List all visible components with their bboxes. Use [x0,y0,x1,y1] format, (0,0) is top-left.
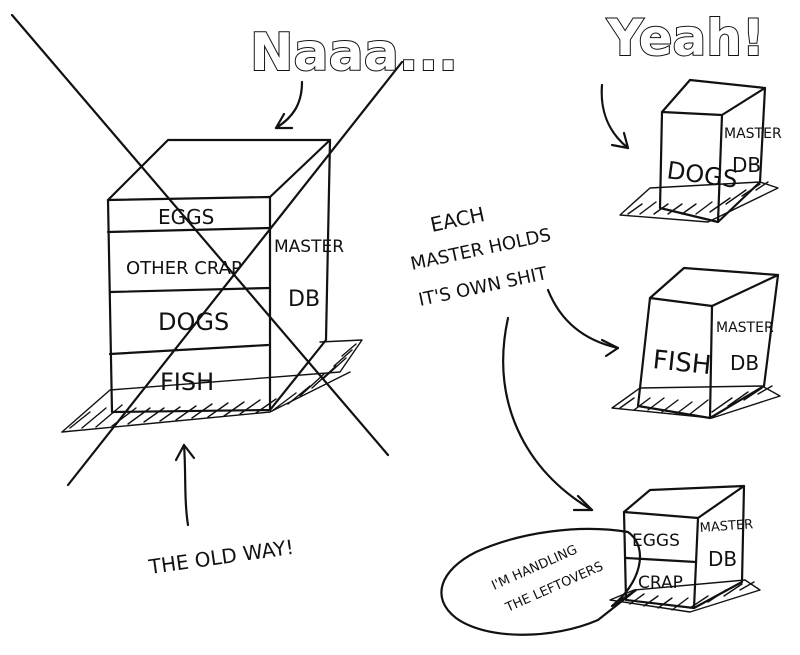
fish-box-side-db: DB [730,351,759,375]
heading-naaa: Naaa... [250,23,458,83]
leftovers-box-crap: CRAP [638,573,683,593]
dogs-box-front-label: DOGS [665,156,739,194]
fish-box-side-master: MASTER [716,320,774,336]
old-way-box: EGGS OTHER CRAP DOGS FISH MASTER DB [10,13,404,487]
fish-box-side [708,273,780,420]
arrow-naaa-to-oldbox [274,80,304,130]
old-box-side [268,138,332,412]
leftovers-box-side [692,484,746,610]
leftovers-master-box: EGGS CRAP MASTER DB [609,484,761,613]
note-line-3: IT'S OWN SHIT [417,263,550,311]
fish-box-top [648,266,780,308]
old-box-top [106,138,332,202]
old-side-master: MASTER [274,237,344,257]
dogs-box-side-master: MASTER [724,126,782,142]
old-box-cross-line-2 [66,60,404,487]
old-row-fish: FISH [160,368,214,396]
old-box-divider-3 [108,343,270,356]
old-row-dogs: DOGS [158,308,229,336]
dogs-box-top [660,78,767,117]
old-row-eggs: EGGS [158,205,214,229]
arrow-yeah-to-dogs [600,83,630,150]
leftovers-box-side-master: MASTER [699,517,753,536]
dogs-box-side-db: DB [732,153,761,177]
dogs-box-side [716,86,767,224]
fish-master-box: FISH MASTER DB [611,266,781,420]
arrow-note-to-fish [546,288,620,358]
old-box-divider-2 [108,286,272,294]
fish-box-hatch [619,385,773,415]
dogs-box-shadow [619,181,779,223]
note-text: EACH MASTER HOLDS IT'S OWN SHIT [409,202,553,311]
arrow-old-way-caption [174,443,196,527]
leftovers-box-eggs: EGGS [632,531,680,551]
old-row-other-crap: OTHER CRAP [126,258,242,279]
note-line-1: EACH [428,202,487,237]
leftovers-box-shadow [609,579,761,613]
leftovers-box-top [622,484,746,520]
arrow-note-to-leftovers [502,316,594,512]
old-side-db: DB [288,287,320,312]
heading-yeah: Yeah! [606,9,765,67]
speech-bubble-outline [440,527,642,636]
old-way-caption: THE OLD WAY! [146,535,295,579]
fish-box-front-label: FISH [651,345,713,381]
speech-bubble: I'M HANDLING THE LEFTOVERS [440,527,642,636]
leftovers-box-divider [624,556,698,564]
old-box-divider-1 [106,226,272,234]
leftovers-box-side-db: DB [708,547,737,571]
dogs-master-box: DOGS MASTER DB [619,78,782,224]
old-box-shadow [61,339,363,433]
old-box-cross-line-1 [10,13,390,457]
